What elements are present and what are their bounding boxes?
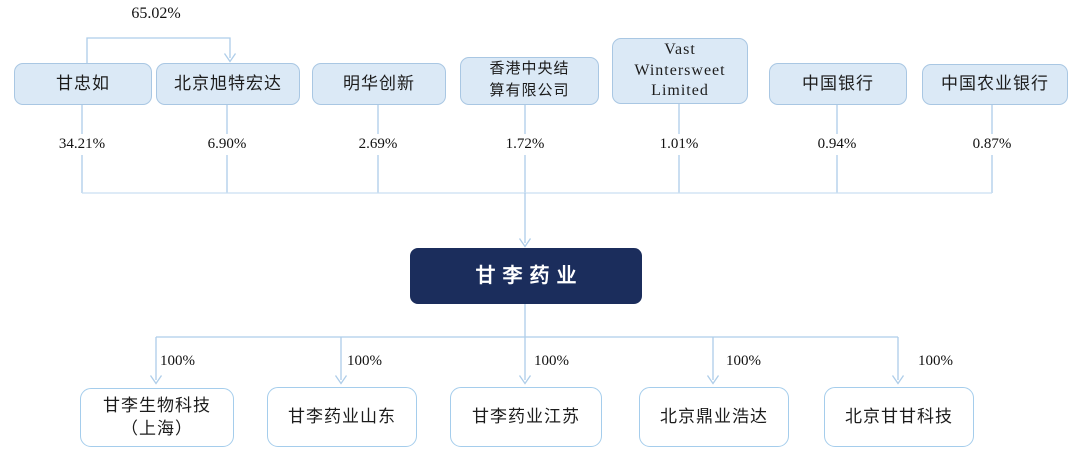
shareholder-node-ganzhongru: 甘忠如 bbox=[14, 63, 152, 105]
subsidiary-percent-label: 100% bbox=[534, 352, 594, 371]
shareholder-name: 中国农业银行 bbox=[941, 74, 1049, 94]
ownership-percent-label: 0.87% bbox=[957, 134, 1027, 155]
subsidiary-name: 甘李生物科技 （上海） bbox=[103, 395, 211, 438]
subsidiary-name: 甘李药业山东 bbox=[288, 406, 396, 426]
ownership-percent-label: 1.72% bbox=[490, 134, 560, 155]
ownership-percent-label: 0.94% bbox=[802, 134, 872, 155]
shareholder-name: 甘忠如 bbox=[56, 73, 110, 93]
shareholder-node-agricultural-bank: 中国农业银行 bbox=[922, 64, 1068, 105]
subsidiary-name: 北京鼎业浩达 bbox=[660, 406, 768, 426]
subsidiary-node-beijing-gangan-tech: 北京甘甘科技 bbox=[824, 387, 974, 447]
subsidiary-name: 北京甘甘科技 bbox=[845, 406, 953, 426]
ownership-percent-label: 2.69% bbox=[343, 134, 413, 155]
shareholder-name: 北京旭特宏达 bbox=[174, 73, 282, 93]
transfer-percent-label: 65.02% bbox=[131, 5, 181, 22]
subsidiary-node-ganli-shandong: 甘李药业山东 bbox=[267, 387, 417, 447]
shareholder-name: 香港中央结 算有限公司 bbox=[489, 61, 570, 99]
shareholder-node-bank-of-china: 中国银行 bbox=[769, 63, 907, 105]
subsidiary-percent-label: 100% bbox=[347, 352, 407, 371]
subsidiary-percent-label: 100% bbox=[726, 352, 786, 371]
subsidiary-percent-label: 100% bbox=[918, 352, 978, 371]
ownership-percent-label: 34.21% bbox=[47, 134, 117, 155]
company-node-ganli-pharma: 甘李药业 bbox=[410, 248, 642, 304]
subsidiary-name: 甘李药业江苏 bbox=[472, 406, 580, 426]
shareholder-name: Vast Wintersweet Limited bbox=[634, 40, 726, 100]
shareholder-node-hkscc: 香港中央结 算有限公司 bbox=[460, 57, 599, 105]
ownership-percent-label: 6.90% bbox=[192, 134, 262, 155]
shareholder-node-vast-wintersweet: Vast Wintersweet Limited bbox=[612, 38, 748, 104]
company-arrowhead bbox=[518, 238, 532, 248]
shareholder-node-minghua-chuangxin: 明华创新 bbox=[312, 63, 446, 105]
subsidiary-node-ganli-bio-shanghai: 甘李生物科技 （上海） bbox=[80, 388, 234, 447]
subsidiary-percent-label: 100% bbox=[160, 352, 220, 371]
transfer-arrow bbox=[86, 37, 231, 63]
company-name: 甘李药业 bbox=[475, 264, 584, 287]
shareholder-name: 明华创新 bbox=[343, 73, 415, 93]
shareholder-node-beijing-xute-hongda: 北京旭特宏达 bbox=[156, 63, 300, 105]
ownership-percent-label: 1.01% bbox=[644, 134, 714, 155]
subsidiary-node-ganli-jiangsu: 甘李药业江苏 bbox=[450, 387, 602, 447]
subsidiary-node-beijing-dingye-haoda: 北京鼎业浩达 bbox=[639, 387, 789, 447]
shareholder-name: 中国银行 bbox=[802, 73, 874, 93]
transfer-arrowhead bbox=[223, 53, 237, 63]
